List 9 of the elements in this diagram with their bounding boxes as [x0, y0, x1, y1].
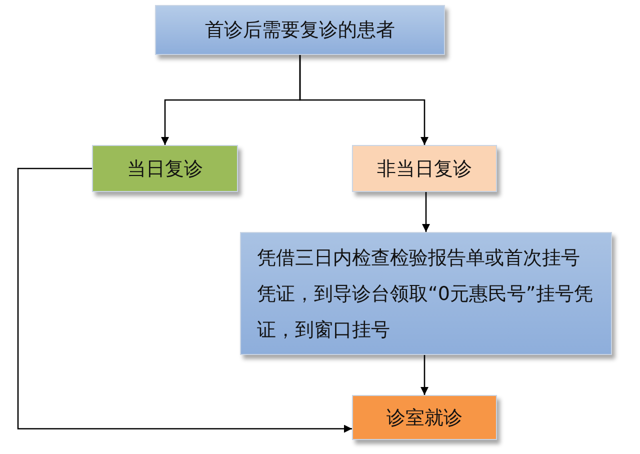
- process-box: 当日复诊: [92, 145, 238, 192]
- process-box: 首诊后需要复诊的患者: [155, 5, 445, 55]
- arrow: [17, 168, 352, 433]
- arrow: [299, 55, 428, 145]
- process-box: 凭借三日内检查检验报告单或首次挂号凭证，到导诊台领取“0元惠民号”挂号凭证，到窗口挂号: [240, 232, 612, 355]
- process-box: 诊室就诊: [352, 395, 497, 440]
- arrow: [422, 192, 430, 232]
- arrow: [420, 355, 428, 395]
- process-box: 非当日复诊: [352, 145, 497, 192]
